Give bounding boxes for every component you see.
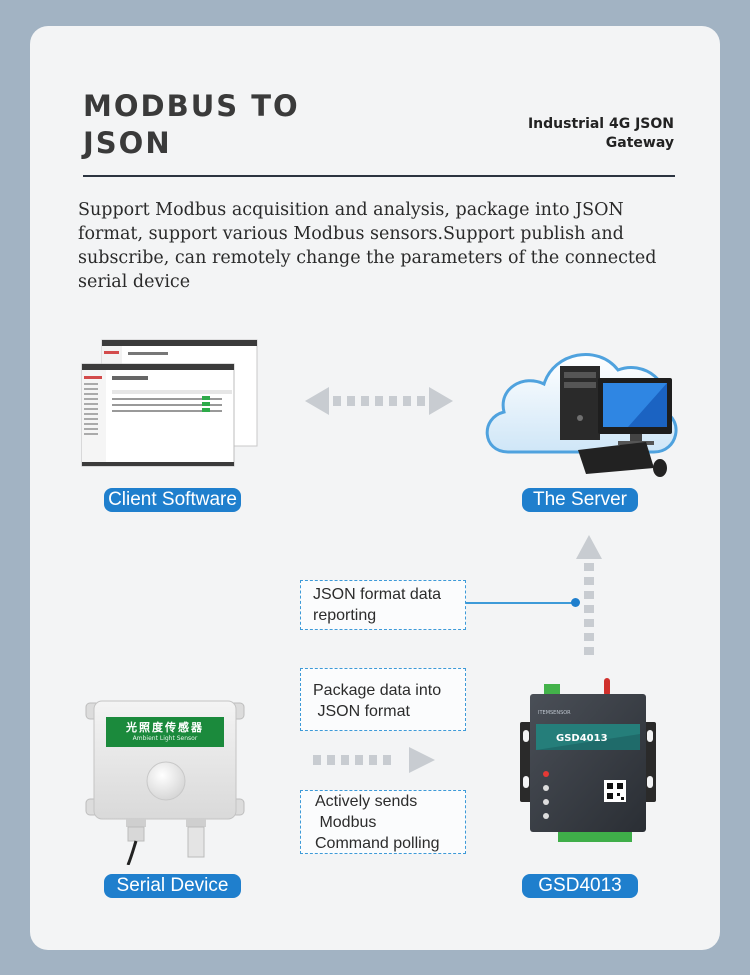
sensor-label-cn: 光照度传感器 — [126, 721, 204, 734]
right-arrow-icon — [313, 747, 435, 773]
page-subtitle: Industrial 4G JSON Gateway — [527, 116, 674, 151]
package-note: Package data into JSON format — [300, 668, 466, 731]
ambient-light-sensor-image: 光照度传感器 Ambient Light Sensor — [82, 695, 250, 865]
client-software-label: Client Software — [104, 488, 241, 512]
gateway-device-image: ITEMSENSOR GSD4013 — [518, 676, 658, 846]
gateway-label: GSD4013 — [522, 874, 638, 898]
device-model-label: GSD4013 — [556, 733, 608, 744]
serial-device-label: Serial Device — [104, 874, 241, 898]
double-arrow-icon — [305, 387, 453, 415]
reporting-note: JSON format data reporting — [300, 580, 466, 630]
connector-dot — [571, 598, 580, 607]
page-title: MODBUS TO JSON — [83, 89, 300, 160]
device-brand: ITEMSENSOR — [538, 710, 571, 716]
server-cloud-icon — [485, 353, 678, 477]
connector-line — [466, 602, 576, 604]
sensor-label-en: Ambient Light Sensor — [132, 735, 198, 742]
description: Support Modbus acquisition and analysis,… — [78, 200, 657, 292]
divider — [83, 175, 675, 177]
polling-note: Actively sends Modbus Command polling — [300, 790, 466, 854]
server-label: The Server — [522, 488, 638, 512]
client-software-image — [81, 339, 258, 467]
up-arrow-icon — [576, 535, 602, 655]
